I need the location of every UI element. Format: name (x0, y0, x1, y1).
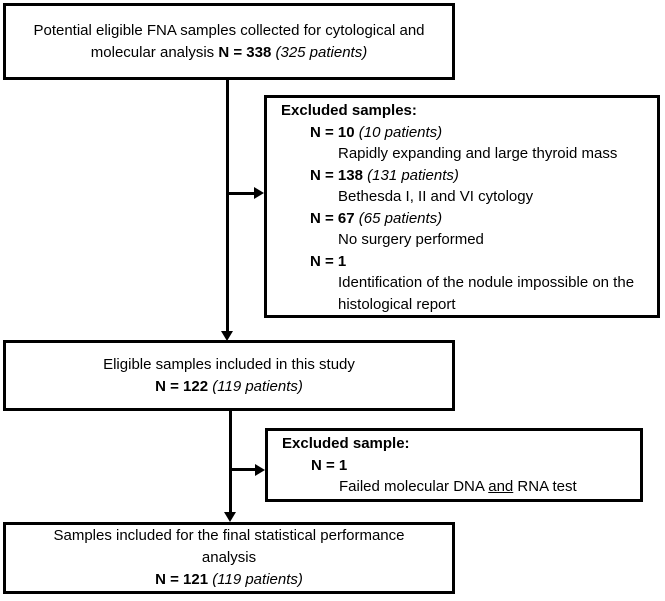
n-value: N = 138 (310, 166, 363, 184)
box-eligible-samples: Eligible samples included in this study … (3, 340, 455, 411)
box-text-line: N = 121 (119 patients) (6, 569, 452, 591)
excluded-count-line: N = 138 (131 patients) (267, 165, 657, 187)
box-excluded-samples: Excluded samples: N = 10 (10 patients) R… (264, 95, 660, 318)
n-value: N = 121 (155, 571, 209, 588)
patients-count: (325 patients) (271, 43, 368, 61)
excluded-reason: Failed molecular DNA and RNA test (268, 476, 640, 498)
n-value: N = 122 (155, 377, 209, 395)
excluded-reason: Rapidly expanding and large thyroid mass (338, 145, 618, 162)
box-text-line: Samples included for the final statistic… (6, 525, 452, 547)
box-text-line: analysis (6, 547, 452, 569)
excluded-title: Excluded samples: (281, 102, 417, 119)
connector-horizontal-line (227, 192, 255, 195)
n-value: N = 1 (310, 252, 347, 270)
connector-horizontal-line (230, 468, 256, 471)
excluded-count-line: N = 67 (65 patients) (267, 208, 657, 230)
n-value: N = 10 (310, 123, 355, 141)
excluded-count-line: N = 1 (267, 251, 657, 273)
box-excluded-sample: Excluded sample: N = 1 Failed molecular … (265, 428, 643, 502)
arrow-down-icon (221, 331, 233, 341)
box-text-line: Eligible samples included in this study (6, 354, 452, 376)
text-segment: Failed molecular DNA (339, 478, 489, 495)
text-segment: Eligible samples included in this study (103, 355, 355, 373)
patients-count: (119 patients) (208, 377, 303, 395)
n-value: N = 338 (218, 43, 272, 61)
n-value: N = 67 (310, 209, 355, 227)
box-text-line: Potential eligible FNA samples collected… (6, 20, 452, 42)
patients-count: (10 patients) (354, 123, 443, 141)
patients-count: (119 patients) (208, 571, 303, 588)
box-text-line: molecular analysis N = 338 (325 patients… (6, 42, 452, 64)
box-text-line: N = 122 (119 patients) (6, 376, 452, 398)
underlined-word: and (488, 478, 514, 495)
box-potential-eligible-samples: Potential eligible FNA samples collected… (3, 3, 455, 80)
excluded-reason: Identification of the nodule impossible … (338, 274, 639, 313)
patients-count: (65 patients) (354, 209, 443, 227)
arrow-right-icon (255, 464, 265, 476)
excluded-count-line: N = 10 (10 patients) (267, 122, 657, 144)
text-segment: Samples included for the final statistic… (53, 527, 405, 544)
arrow-down-icon (224, 512, 236, 522)
connector-vertical-line (226, 80, 229, 332)
n-value: N = 1 (311, 456, 348, 474)
text-segment: analysis (201, 549, 257, 566)
excluded-reason: No surgery performed (338, 231, 484, 248)
arrow-right-icon (254, 187, 264, 199)
text-segment: RNA test (513, 478, 577, 495)
text-segment: Potential eligible FNA samples collected… (33, 21, 425, 39)
excluded-title: Excluded sample: (282, 435, 410, 452)
excluded-reason: Bethesda I, II and VI cytology (338, 188, 534, 205)
box-final-analysis-samples: Samples included for the final statistic… (3, 522, 455, 594)
text-segment: molecular analysis (90, 43, 219, 61)
patients-count: (131 patients) (362, 166, 459, 184)
connector-vertical-line (229, 411, 232, 513)
